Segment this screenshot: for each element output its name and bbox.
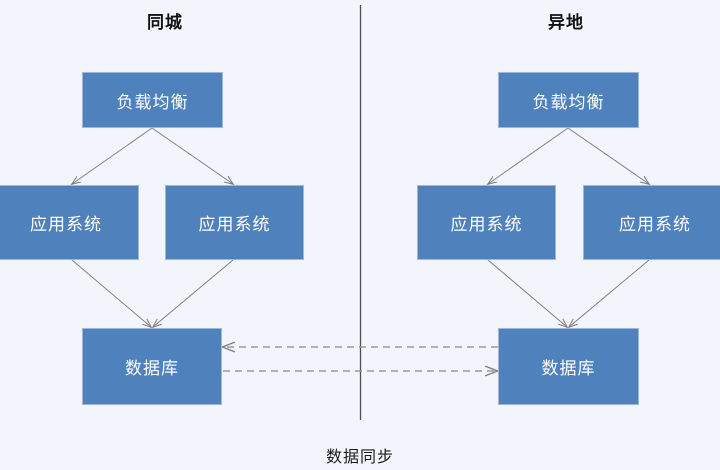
- edge-local-app-right-to-db: [151, 259, 234, 329]
- node-remote-app-right[interactable]: 应用系统: [583, 185, 720, 260]
- edge-local-lb-to-app-left: [70, 127, 153, 186]
- edge-remote-app-right-to-db: [567, 259, 650, 329]
- node-remote-database[interactable]: 数据库: [498, 328, 639, 405]
- edge-local-lb-to-app-right: [151, 127, 235, 186]
- edge-remote-app-left-to-db: [487, 259, 569, 329]
- node-remote-load-balancer[interactable]: 负载均衡: [498, 72, 639, 128]
- edge-remote-lb-to-app-left: [486, 127, 569, 186]
- node-local-app-left[interactable]: 应用系统: [0, 185, 139, 260]
- node-local-database[interactable]: 数据库: [82, 328, 222, 405]
- node-local-load-balancer[interactable]: 负载均衡: [82, 72, 223, 128]
- edge-remote-lb-to-app-right: [567, 127, 651, 186]
- node-remote-app-left[interactable]: 应用系统: [417, 185, 556, 260]
- sync-caption: 数据同步: [325, 449, 395, 466]
- zone-title-local: 同城: [147, 13, 183, 32]
- node-local-app-right[interactable]: 应用系统: [165, 185, 304, 260]
- zone-title-remote: 异地: [548, 13, 584, 32]
- edge-local-app-left-to-db: [71, 259, 153, 329]
